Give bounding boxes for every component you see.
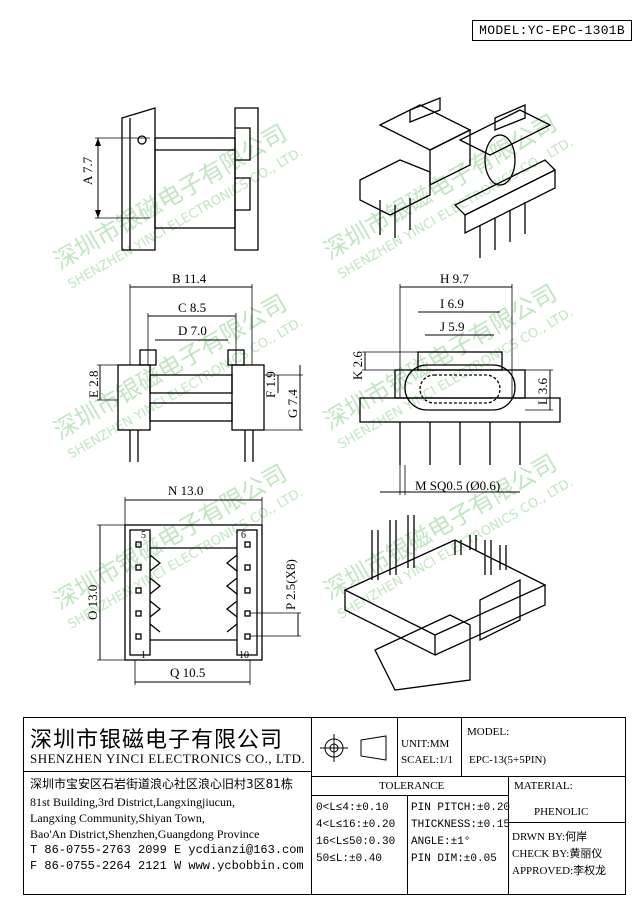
pin-tolerance-row: ANGLE:±1° [411,836,471,848]
tolerance-row: 0<L≤4:±0.10 [316,802,389,814]
model-field-value: EPC-13(5+5PIN) [469,754,547,766]
pin-tolerance-row: THICKNESS:±0.15 [411,819,511,831]
address-en-3: Bao'An District,Shenzhen,Guangdong Provi… [30,827,260,841]
scale-label: SCAEL:1/1 [401,754,453,766]
pin-10-label: 10 [239,650,249,661]
address-cn: 深圳市宝安区石岩街道浪心社区浪心旧村3区81栋 [30,777,293,791]
address-en-2: Langxing Community,Shiyan Town, [30,811,205,825]
dim-k-label: K 2.6 [350,351,365,380]
dim-p-label: P 2.5(X8) [283,559,298,610]
technical-drawing: 深圳市银磁电子有限公司 SHENZHEN YINCI ELECTRONICS C… [49,97,576,691]
tolerance-list: 0<L≤4:±0.10 4<L≤16:±0.20 16<L≤50:0.30 50… [316,800,395,868]
unit-label: UNIT:MM [401,738,450,750]
front-view: B 11.4 C 8.5 D 7.0 E 2.8 F 1.9 G 7.4 [86,271,303,462]
dim-g-label: G 7.4 [285,389,300,418]
drawn-by: DRWN BY:何岸 [512,831,588,843]
model-label: MODEL:YC-EPC-1301B [472,20,632,41]
dim-c-label: C 8.5 [178,300,206,315]
email: E ycdianzi@163.com [174,843,304,857]
dim-d-label: D 7.0 [178,323,207,338]
side-view: A 7.7 [80,107,259,251]
pin-tolerance-list: PIN PITCH:±0.20 THICKNESS:±0.15 ANGLE:±1… [411,800,510,868]
checked-by: CHECK BY:黄丽仪 [512,848,603,860]
dim-o-label: O 13.0 [85,585,100,620]
pin-5-label: 5 [141,530,146,541]
model-field-label: MODEL: [467,726,510,738]
tolerance-row: 16<L≤50:0.30 [316,836,396,848]
dim-f-label: F 1.9 [263,371,278,398]
address-en-1: 81st Building,3rd District,Langxingjiucu… [30,795,235,809]
watermark-en: SHENZHEN YINCI ELECTRONICS CO., LTD. [66,485,306,632]
watermark-cn: 深圳市银磁电子有限公司 [319,109,562,265]
tolerance-row: 4<L≤16:±0.20 [316,819,396,831]
dim-i-label: I 6.9 [440,296,464,311]
watermark-cn: 深圳市银磁电子有限公司 [49,289,292,445]
isometric-view-top [359,97,557,258]
watermark-cn: 深圳市银磁电子有限公司 [319,449,562,605]
pin-tolerance-row: PIN DIM:±0.05 [411,853,497,865]
bottom-view: 5 6 1 10 N 13.0 O 13.0 P 2.5(X8) Q 10.5 [85,483,301,685]
approved-by: APPROVED:李权龙 [512,865,607,877]
dim-b-label: B 11.4 [172,271,207,286]
dim-q-label: Q 10.5 [170,665,205,680]
projection-symbol-icon [316,728,396,768]
material-value: PHENOLIC [534,806,589,818]
title-block: 深圳市银磁电子有限公司 SHENZHEN YINCI ELECTRONICS C… [23,717,626,895]
watermark-en: SHENZHEN YINCI ELECTRONICS CO., LTD. [336,135,576,282]
pin-tolerance-row: PIN PITCH:±0.20 [411,802,511,814]
watermark-cn: 深圳市银磁电子有限公司 [49,119,292,275]
end-view: H 9.7 I 6.9 J 5.9 K 2.6 L 3.6 M SQ0.5 (Ø… [350,271,561,495]
company-name-en: SHENZHEN YINCI ELECTRONICS CO., LTD. [30,751,306,766]
tolerance-row: 50≤L:±0.40 [316,853,383,865]
material-label: MATERIAL: [514,780,573,792]
dim-e-label: E 2.8 [86,371,101,398]
dim-m-label: M SQ0.5 (Ø0.6) [415,478,500,493]
dim-j-label: J 5.9 [440,319,465,334]
dim-n-label: N 13.0 [168,483,203,498]
website: W www.ycbobbin.com [174,859,304,873]
pin-1-label: 1 [141,650,146,661]
fax: F 86-0755-2264 2121 [30,859,167,873]
dim-a-label: A 7.7 [80,156,95,185]
tolerance-label: TOLERANCE [379,780,445,792]
tel: T 86-0755-2763 2099 [30,843,167,857]
pin-6-label: 6 [241,530,246,541]
dim-l-label: L 3.6 [535,378,550,405]
isometric-view-bottom [343,515,547,691]
dim-h-label: H 9.7 [440,271,469,286]
company-name-cn: 深圳市银磁电子有限公司 [30,728,284,753]
